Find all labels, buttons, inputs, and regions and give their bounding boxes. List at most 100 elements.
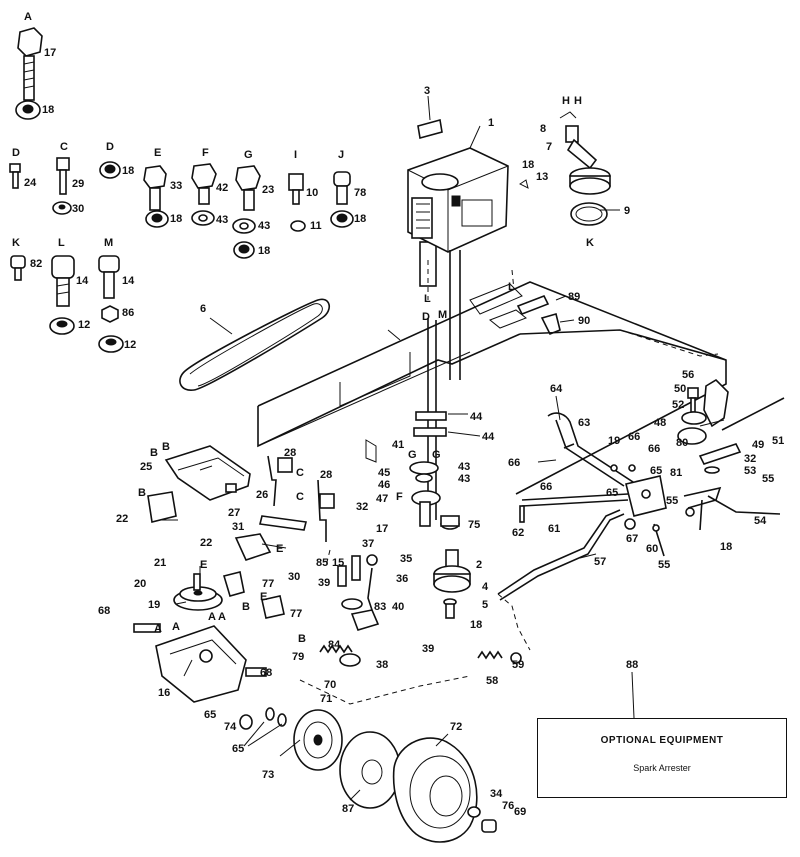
label-43-f: 43 (216, 214, 228, 226)
label-65-b: 65 (650, 465, 662, 477)
label-47: 47 (376, 493, 388, 505)
callout-labels: A 17 18 D 24 C 29 30 D 18 E 33 18 F 42 4… (12, 11, 784, 818)
label-48: 48 (654, 417, 666, 429)
spring-79 (319, 644, 353, 654)
label-61: 61 (548, 523, 560, 535)
label-55-b: 55 (762, 473, 774, 485)
label-68-b: 68 (260, 667, 272, 679)
label-B-b: B (162, 441, 170, 453)
label-7: 7 (546, 141, 552, 153)
label-55-a: 55 (666, 495, 678, 507)
label-22-b: 22 (200, 537, 212, 549)
label-58: 58 (486, 675, 498, 687)
label-34: 34 (490, 788, 503, 800)
label-16: 16 (158, 687, 170, 699)
bracket-22-top (147, 491, 177, 523)
label-9: 9 (624, 205, 630, 217)
label-18-spring: 18 (470, 619, 482, 631)
label-2: 2 (476, 559, 482, 571)
parts-60-62 (519, 505, 665, 557)
label-6: 6 (200, 303, 206, 315)
label-15: 15 (332, 557, 344, 569)
label-37: 37 (362, 538, 374, 550)
label-35: 35 (400, 553, 412, 565)
leader-lines (160, 125, 725, 801)
label-66-c: 66 (648, 443, 660, 455)
label-28-a: 28 (284, 447, 296, 459)
label-70: 70 (324, 679, 336, 691)
label-G-shaft2: G (432, 449, 441, 461)
label-74: 74 (224, 721, 237, 733)
label-L-frame1: L (424, 293, 431, 305)
label-64: 64 (550, 383, 563, 395)
label-B-a: B (150, 447, 158, 459)
label-H1: H (562, 95, 570, 107)
nut-18-top (15, 100, 41, 120)
rod-57 (497, 509, 625, 601)
label-A-t4: A (218, 611, 226, 623)
label-24: 24 (24, 177, 37, 189)
label-L-frame2: L (508, 281, 515, 293)
label-C-link: C (296, 467, 304, 479)
label-43-shaft1: 43 (458, 461, 470, 473)
label-D-frame: D (422, 311, 430, 323)
label-90: 90 (578, 315, 590, 327)
label-39-b: 39 (422, 643, 434, 655)
label-10: 10 (306, 187, 318, 199)
label-E-link: E (276, 543, 283, 555)
bushing-75 (440, 515, 460, 530)
label-5: 5 (482, 599, 488, 611)
label-25: 25 (140, 461, 152, 473)
label-22-a: 22 (116, 513, 128, 525)
transaxle-16 (133, 623, 267, 703)
pulley-2 (433, 549, 471, 619)
label-29: 29 (72, 178, 84, 190)
spring-58 (477, 650, 522, 664)
spacer-12-m (98, 335, 124, 353)
lever-28-mid (317, 479, 335, 542)
label-M: M (104, 237, 113, 249)
label-43-shaft2: 43 (458, 473, 470, 485)
label-27: 27 (228, 507, 240, 519)
label-18-d: 18 (122, 165, 134, 177)
label-14-m: 14 (122, 275, 135, 287)
label-38: 38 (376, 659, 388, 671)
bracket-25 (164, 445, 251, 501)
label-A-t2: A (172, 621, 180, 633)
nut-18-d (99, 161, 121, 179)
label-69: 69 (514, 806, 526, 818)
spark-arrester-item: Spark Arrester (633, 763, 691, 773)
label-43-g: 43 (258, 220, 270, 232)
ring-9 (570, 202, 608, 226)
label-62: 62 (512, 527, 524, 539)
label-65-c: 65 (232, 743, 244, 755)
label-E-pulley: E (200, 559, 207, 571)
label-18-eng: 18 (522, 159, 534, 171)
nut-18-e (145, 210, 169, 228)
washer-43-g (232, 218, 256, 234)
label-73: 73 (262, 769, 274, 781)
label-J: J (338, 149, 344, 161)
label-18-j: 18 (354, 213, 366, 225)
rod-63-64 (547, 412, 637, 487)
washer-85 (341, 598, 363, 610)
label-G-shaft1: G (408, 449, 417, 461)
label-H2: H (574, 95, 582, 107)
label-C-link2: C (296, 491, 304, 503)
nut-18-g (233, 241, 255, 259)
label-18-g: 18 (258, 245, 270, 257)
fitting-90 (540, 313, 561, 336)
label-19-link: 19 (608, 435, 620, 447)
decal-3 (417, 118, 443, 140)
wheel-hub-73 (293, 709, 343, 771)
label-76: 76 (502, 800, 514, 812)
bolt-29 (56, 157, 70, 195)
label-36: 36 (396, 573, 408, 585)
label-32-link: 32 (744, 453, 756, 465)
pulley-7-8 (565, 125, 611, 195)
optional-equipment-box: OPTIONAL EQUIPMENT Spark Arrester (537, 718, 787, 798)
label-18-link: 18 (720, 541, 732, 553)
washers-65-74 (239, 707, 287, 730)
label-40: 40 (392, 601, 404, 613)
label-K-pulley: K (586, 237, 594, 249)
